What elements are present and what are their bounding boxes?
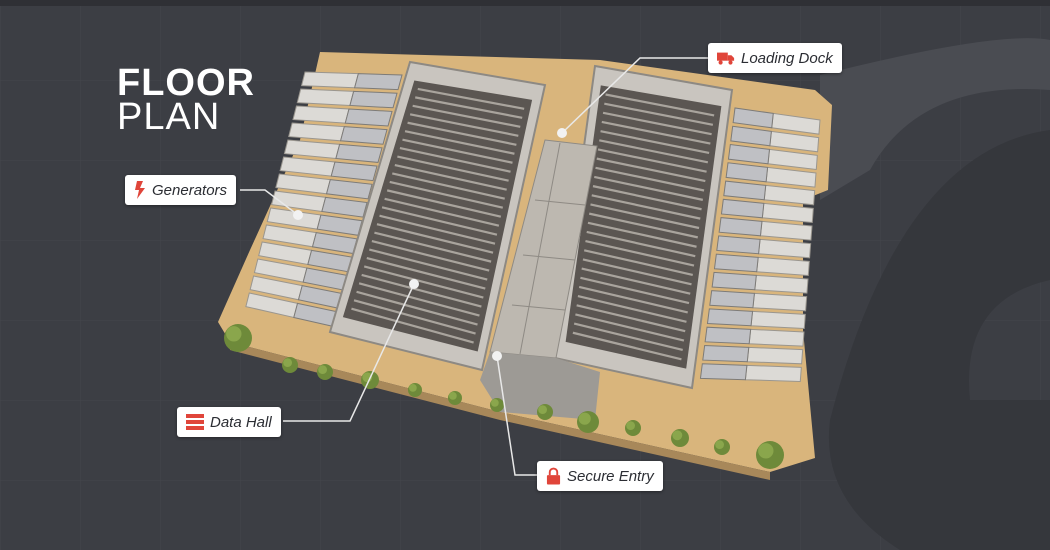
title-line-2: PLAN [117,96,221,138]
server-row [594,175,704,201]
server-row [381,206,498,236]
server-row [417,87,525,110]
callout-data-hall[interactable]: Data Hall [177,407,281,437]
server-row [604,102,714,126]
server-row [595,166,705,192]
page-title: FLOOR PLAN [117,62,255,138]
server-row [578,285,688,314]
callout-loading-dock[interactable]: Loading Dock [708,43,842,73]
generator-unit [292,105,350,124]
server-row [596,157,706,183]
leader-lines [240,57,708,476]
server-row [389,180,504,209]
server-row [356,290,478,326]
generator-unit [750,310,806,329]
server-row [599,139,709,164]
server-row [384,197,500,227]
server-row [587,221,697,248]
generator-unit [752,292,808,312]
server-row [588,212,699,239]
server-row [601,120,711,145]
callout-dots [293,128,567,361]
server-row [576,304,686,333]
data-hall-dot[interactable] [409,279,419,289]
server-row [580,276,690,305]
server-row [586,230,696,258]
secure-entry-dot[interactable] [492,351,502,361]
server-row [404,130,515,155]
server-row [361,273,482,308]
server-row [592,185,702,211]
generator-unit [300,71,359,89]
server-row [591,194,701,220]
server-row [369,248,488,281]
server-row [572,331,682,361]
callout-generators[interactable]: Generators [125,175,237,205]
server-row [575,313,685,342]
lightning-icon [135,181,145,199]
server-row [602,111,712,136]
server-row [371,240,490,272]
server-row [409,113,519,137]
server-row [358,282,480,317]
server-row [407,121,517,146]
server-row [366,256,486,290]
server-row [402,138,513,164]
title-line-1: FLOOR [117,62,255,104]
server-row [583,249,693,276]
server-row [351,307,474,344]
server-row [374,231,492,263]
server-row [392,172,505,200]
loading-dock-dot[interactable] [557,128,567,138]
corridor-rooms [511,142,586,355]
server-row [582,258,692,286]
server-row [581,267,691,295]
server-row [412,104,521,128]
server-row [600,130,710,155]
callout-label: Data Hall [210,413,272,431]
truck-icon [717,52,735,65]
data-hall-left [328,60,547,372]
server-row [394,163,507,191]
server-row [353,299,476,335]
server-row [597,148,707,173]
trees [224,324,784,469]
server-row [590,203,700,230]
generators-left [245,71,403,327]
server-row [605,93,715,117]
server-row [585,240,695,267]
server-row [386,189,502,218]
watermark-g-shape [820,38,1050,550]
top-border [0,0,1050,6]
server-row [577,295,687,323]
server-row [399,147,511,173]
server-rack-icon [186,414,204,430]
server-row [379,214,496,245]
generator-unit [744,364,802,382]
entrance-plaza [480,352,600,420]
callout-secure-entry[interactable]: Secure Entry [537,461,663,491]
server-row [573,322,683,351]
generator-unit [746,346,804,365]
generator-unit [296,88,355,106]
callout-label: Loading Dock [741,49,833,67]
server-row [363,265,484,299]
data-hall-right [553,64,734,390]
callout-label: Generators [152,181,228,199]
callout-label: Secure Entry [567,467,654,485]
generator-unit [748,328,805,347]
generators-dot[interactable] [293,210,303,220]
server-row [397,155,509,182]
lock-icon [546,467,561,485]
generators-right [699,107,821,382]
server-row [376,223,494,254]
server-row [415,96,523,119]
site-base-edge [230,342,770,480]
generator-unit [754,274,809,294]
